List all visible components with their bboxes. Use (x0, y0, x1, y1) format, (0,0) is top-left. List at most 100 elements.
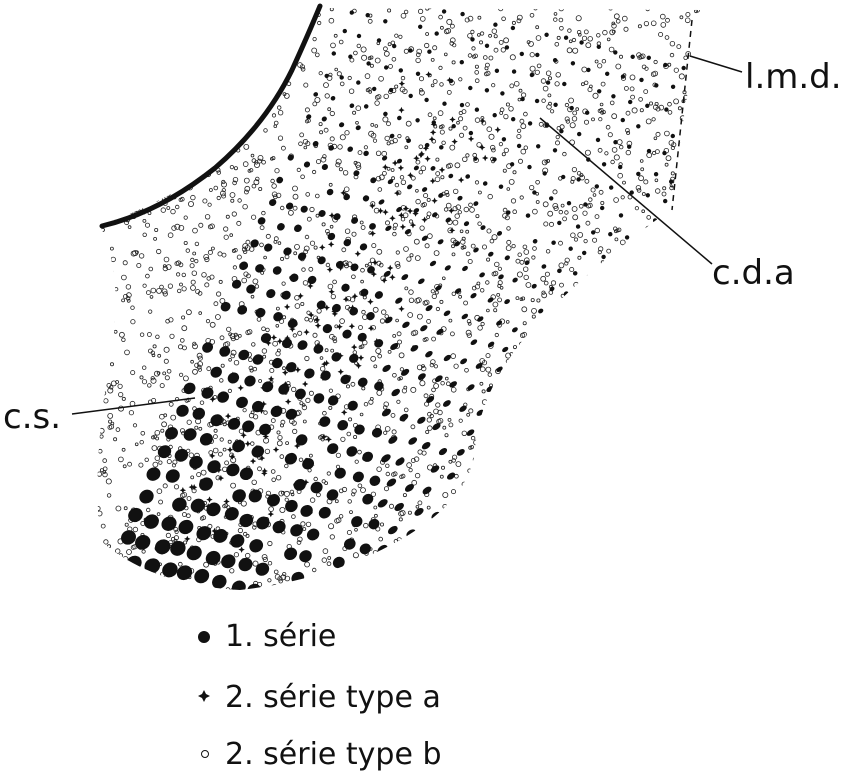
filled-dot (543, 471, 551, 477)
open-circle-dot (495, 515, 500, 521)
open-circle-dot (671, 354, 676, 359)
star-cross-dot (355, 362, 362, 369)
open-circle-dot (155, 40, 161, 46)
open-circle-dot (564, 376, 569, 382)
open-circle-dot (588, 321, 594, 327)
open-circle-dot (604, 151, 609, 156)
star-cross-dot (367, 298, 374, 305)
open-circle-dot (466, 332, 472, 338)
open-circle-dot (206, 113, 210, 117)
open-circle-dot (686, 349, 693, 356)
open-circle-dot (257, 158, 263, 164)
open-circle-dot (213, 394, 218, 400)
filled-dot (628, 535, 634, 541)
open-circle-dot (650, 241, 655, 247)
filled-dot (462, 265, 468, 272)
star-cross-dot (224, 412, 232, 420)
open-circle-dot (541, 98, 546, 103)
open-circle-dot (680, 149, 687, 155)
open-circle-dot (183, 540, 188, 545)
filled-dot (427, 49, 432, 54)
open-circle-dot (696, 376, 701, 383)
open-circle-dot (108, 385, 114, 390)
open-circle-dot (233, 552, 239, 558)
open-circle-dot (578, 498, 583, 502)
open-circle-dot (144, 222, 150, 228)
filled-dot (767, 433, 773, 439)
open-circle-dot (180, 76, 185, 80)
open-circle-dot (617, 509, 622, 515)
open-circle-dot (110, 203, 115, 208)
filled-dot (505, 210, 511, 215)
open-circle-dot (475, 214, 480, 219)
open-circle-dot (218, 114, 225, 121)
open-circle-dot (571, 37, 577, 43)
open-circle-dot (479, 536, 485, 542)
open-circle-dot (596, 533, 601, 538)
filled-dot (313, 344, 324, 354)
filled-dot (557, 658, 565, 665)
open-circle-dot (327, 283, 334, 290)
filled-dot (387, 525, 398, 535)
open-circle-dot (181, 325, 188, 332)
filled-dot (696, 206, 701, 212)
open-circle-dot (465, 229, 470, 234)
filled-dot (143, 514, 159, 529)
open-circle-dot (232, 100, 239, 107)
filled-dot (636, 124, 641, 129)
open-circle-dot (468, 408, 474, 414)
open-circle-dot (324, 348, 329, 353)
open-circle-dot (573, 422, 579, 429)
open-circle-dot (597, 250, 602, 255)
open-circle-dot (679, 350, 685, 356)
open-circle-dot (650, 272, 655, 278)
open-circle-dot (398, 517, 403, 522)
filled-dot (501, 137, 507, 142)
star-cross-dot (326, 266, 334, 273)
filled-dot (356, 80, 361, 85)
open-circle-dot (416, 364, 423, 371)
filled-dot (570, 61, 576, 66)
filled-dot (590, 366, 596, 371)
filled-dot (161, 516, 177, 531)
filled-dot (172, 497, 187, 512)
open-circle-dot (355, 121, 359, 125)
filled-dot (710, 650, 716, 656)
open-circle-dot (165, 44, 171, 50)
open-circle-dot (374, 57, 381, 64)
open-circle-dot (273, 569, 279, 575)
open-circle-dot (144, 124, 150, 129)
open-circle-dot (511, 449, 517, 455)
open-circle-dot (216, 195, 221, 201)
star-cross-dot (301, 380, 309, 388)
open-circle-dot (610, 159, 615, 165)
filled-dot (378, 199, 385, 205)
filled-dot (128, 507, 143, 523)
filled-dot (297, 340, 308, 350)
open-circle-dot (449, 23, 455, 29)
open-circle-dot (559, 124, 565, 130)
filled-dot (353, 170, 360, 177)
filled-dot (682, 711, 688, 717)
open-circle-dot (403, 9, 409, 15)
filled-dot (622, 464, 628, 470)
open-circle-dot (576, 427, 582, 433)
open-circle-dot (605, 483, 611, 488)
open-circle-dot (598, 574, 603, 579)
filled-dot (540, 563, 548, 570)
open-circle-dot (408, 297, 415, 303)
legend-filled-dot-icon (198, 631, 210, 643)
open-circle-dot (644, 358, 651, 365)
open-circle-dot (97, 448, 103, 454)
open-circle-dot (642, 470, 648, 476)
filled-dot (200, 592, 220, 611)
open-circle-dot (184, 8, 189, 11)
filled-dot (688, 528, 693, 534)
open-circle-dot (136, 133, 141, 138)
open-circle-dot (415, 189, 419, 193)
filled-dot (411, 644, 423, 655)
filled-dot (668, 316, 674, 321)
open-circle-dot (646, 442, 653, 449)
open-circle-dot (300, 19, 305, 24)
